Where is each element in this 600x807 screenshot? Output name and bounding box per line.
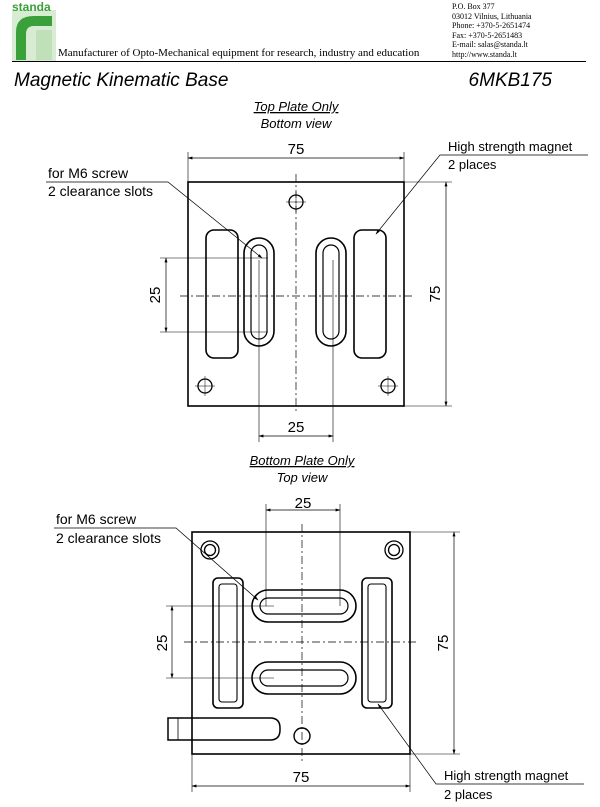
bottom-plate-heading: Bottom Plate Only [250,453,356,468]
mounting-hole [195,376,215,396]
mounting-hole [200,540,220,560]
header-divider [12,61,586,62]
bottom-plate-subheading: Top view [277,470,329,485]
magnet-pad [361,577,393,709]
dimension-label: 25 [295,495,312,512]
product-code: 6MKB175 [468,70,552,91]
locating-pin [167,717,281,741]
callout-label: for M6 screw [48,165,129,181]
dimension-label: 75 [293,769,310,786]
contact-line: Fax: +370-5-2651483 [452,30,523,40]
callout-label: 2 clearance slots [48,183,153,199]
magnet-pad [212,577,244,709]
dimension-label: 25 [147,287,164,304]
callout-label: High strength magnet [444,768,569,783]
callout-label: 2 places [444,787,493,802]
clearance-slot [322,244,340,340]
mounting-hole [384,540,404,560]
magnet-pad [218,583,238,703]
callout-label: for M6 screw [56,511,137,527]
contact-block: P.O. Box 377 03012 Vilnius, Lithuania Ph… [452,2,532,59]
bottom-plate-drawing: Bottom Plate Only Top view [54,453,584,802]
top-plate-drawing: Top Plate Only Bottom view [46,99,588,442]
contact-line: P.O. Box 377 [452,2,495,11]
mounting-hole [286,192,306,212]
contact-line: 03012 Vilnius, Lithuania [452,11,532,21]
standa-logo [12,10,56,62]
mounting-hole [378,376,398,396]
dimension-label: 75 [288,141,305,158]
magnet-pad [367,583,387,703]
clearance-slot [315,237,347,347]
callout-label: 2 clearance slots [56,530,161,546]
company-tagline: Manufacturer of Opto-Mechanical equipmen… [58,47,420,59]
magnet-pad [353,229,387,359]
document-title: Magnetic Kinematic Base [14,70,229,91]
dimension-label: 75 [435,635,452,652]
callout-label: High strength magnet [448,139,573,154]
contact-line: Phone: +370-5-2651474 [452,21,531,30]
callout-label: 2 places [448,157,497,172]
top-plate-subheading: Bottom view [261,116,333,131]
dimension-label: 75 [427,286,444,303]
contact-line: E-mail: salas@standa.lt [452,40,528,49]
dimension-label: 25 [288,419,305,436]
logo-text: standa [12,0,51,14]
magnet-pad [205,229,239,359]
dimension-label: 25 [154,635,171,652]
bottom-plate-outline [191,531,411,755]
top-plate-heading: Top Plate Only [254,99,340,114]
mounting-hole [293,727,311,745]
contact-line[interactable]: http://www.standa.lt [452,49,517,59]
